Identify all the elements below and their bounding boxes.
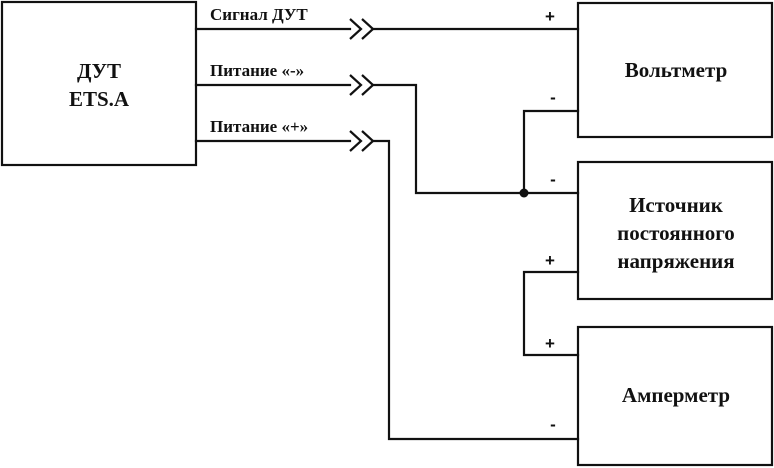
voltmeter-label: Вольтметр bbox=[625, 58, 728, 82]
ammeter-plus-marker: + bbox=[545, 334, 555, 353]
voltmeter-block: Вольтметр bbox=[576, 1, 774, 139]
ammeter-block: Амперметр bbox=[576, 325, 774, 467]
power-plus-wire-label: Питание «+» bbox=[210, 117, 308, 136]
power-plus-wire: Питание «+» bbox=[194, 117, 580, 441]
dut-box bbox=[0, 0, 198, 167]
ammeter-box bbox=[576, 325, 774, 467]
voltmeter-minus-wire bbox=[522, 109, 580, 195]
source-to-ammeter-wire bbox=[522, 270, 580, 357]
dut-block: ДУТ ETS.A bbox=[0, 0, 198, 167]
power-source-label-line2: постоянного bbox=[617, 221, 735, 245]
power-minus-wire-line-right bbox=[371, 83, 580, 195]
power-minus-wire-label: Питание «-» bbox=[210, 61, 304, 80]
power-source-block: Источник постоянного напряжения bbox=[576, 160, 774, 301]
power-minus-wire: Питание «-» bbox=[194, 61, 580, 195]
power-plus-wire-line-right bbox=[371, 139, 580, 441]
voltmeter-minus-marker: - bbox=[550, 88, 556, 107]
ammeter-minus-marker: - bbox=[550, 415, 556, 434]
signal-connector-icon-2 bbox=[361, 18, 375, 40]
power-source-box bbox=[576, 160, 774, 301]
signal-wire: Сигнал ДУТ bbox=[194, 5, 580, 40]
junction-dot bbox=[519, 188, 529, 198]
voltmeter-plus-marker: + bbox=[545, 7, 555, 26]
dut-model: ETS.A bbox=[69, 87, 130, 111]
power-minus-connector-icon-2 bbox=[361, 74, 375, 96]
power-source-label-line3: напряжения bbox=[617, 249, 734, 273]
ammeter-label: Амперметр bbox=[622, 383, 730, 407]
power-source-label-line1: Источник bbox=[629, 193, 724, 217]
voltmeter-box bbox=[576, 1, 774, 139]
power-minus-connector-icon bbox=[349, 74, 363, 96]
power-plus-connector-icon-2 bbox=[361, 130, 375, 152]
power-plus-connector-icon bbox=[349, 130, 363, 152]
dut-title: ДУТ bbox=[77, 59, 121, 83]
signal-connector-icon bbox=[349, 18, 363, 40]
source-plus-marker: + bbox=[545, 251, 555, 270]
source-minus-marker: - bbox=[550, 170, 556, 189]
signal-wire-label: Сигнал ДУТ bbox=[210, 5, 308, 24]
